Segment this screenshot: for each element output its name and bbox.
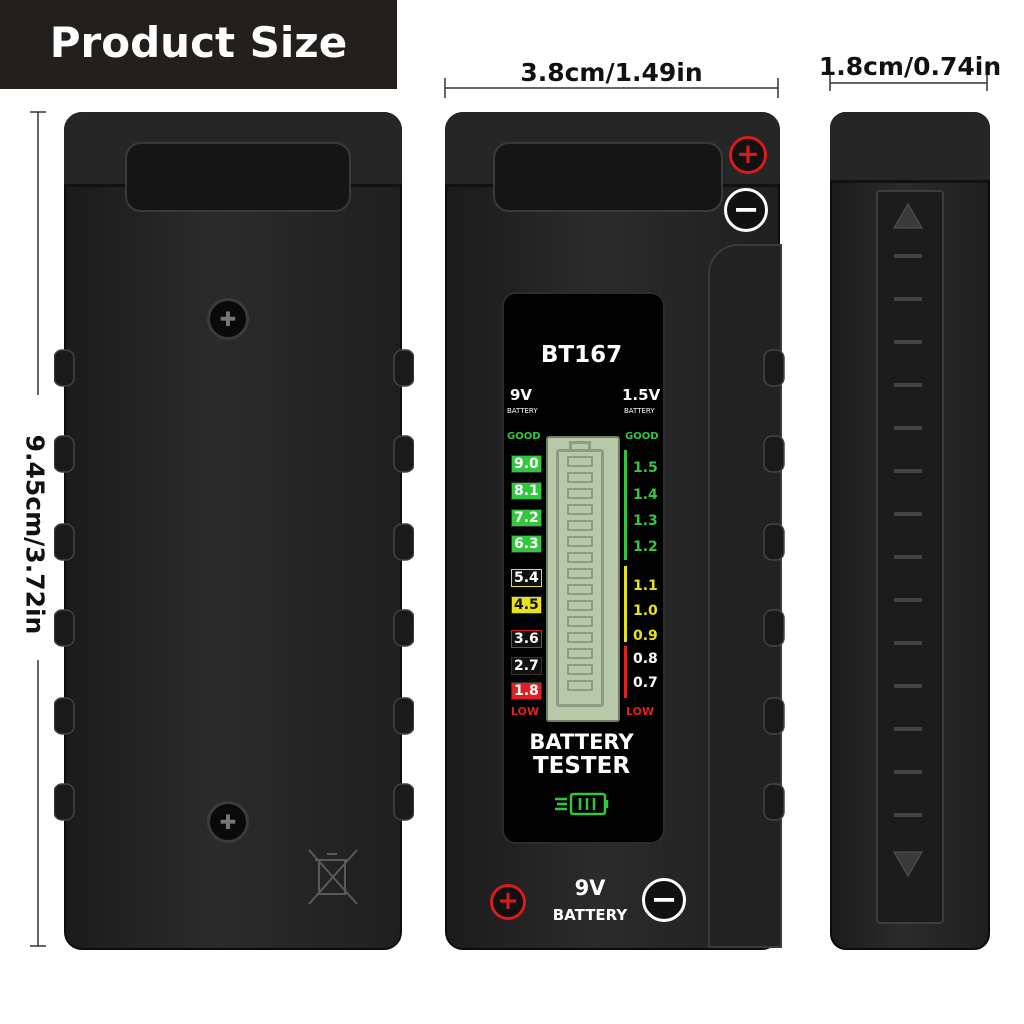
side-top-cap (830, 112, 990, 183)
right-scale-value: 1.5 (633, 460, 658, 476)
height-dimension-label: 9.45cm/3.72in (20, 434, 50, 635)
left-scale-voltage: 9V (510, 386, 533, 404)
right-scale-value: 1.4 (633, 487, 658, 503)
front-side-grips (763, 349, 785, 821)
bottom-battery-label: BATTERY (552, 906, 628, 924)
right-scale-voltage: 1.5V (622, 386, 661, 404)
left-scale-value: 2.7 (511, 657, 542, 675)
header-banner (0, 0, 397, 89)
depth-dimension-label: 1.8cm/0.74in (818, 52, 1002, 81)
right-scale-value: 1.3 (633, 513, 658, 529)
left-scale-value: 1.8 (511, 682, 542, 700)
plus-terminal-icon: + (490, 884, 526, 920)
tester-title-line2: TESTER (532, 753, 631, 779)
side-slider-marks (893, 203, 923, 877)
battery-charging-icon (555, 792, 609, 816)
screw-icon (207, 801, 249, 843)
minus-terminal-icon: − (724, 188, 768, 232)
left-scale-value: 4.5 (511, 596, 542, 614)
right-scale-value: 1.1 (633, 578, 658, 594)
left-scale-value: 6.3 (511, 535, 542, 553)
left-scale-unit: BATTERY (507, 407, 538, 415)
plus-terminal-icon: + (729, 136, 767, 174)
front-battery-slot (493, 142, 723, 212)
back-battery-slot (125, 142, 351, 212)
screw-icon (207, 298, 249, 340)
arrow-down-icon (893, 851, 923, 877)
bottom-voltage-label: 9V (574, 876, 606, 900)
left-scale-value: 9.0 (511, 455, 542, 473)
right-scale-value: 0.8 (633, 651, 658, 667)
lcd-battery-outline (556, 449, 604, 707)
front-sliding-arm (708, 244, 782, 948)
left-scale-value: 5.4 (511, 569, 542, 587)
left-scale-value: 8.1 (511, 482, 542, 500)
right-good-label: GOOD (625, 431, 659, 442)
minus-terminal-icon: − (642, 878, 686, 922)
right-scale-value: 1.0 (633, 603, 658, 619)
right-low-bar (624, 646, 627, 698)
arrow-up-icon (893, 203, 923, 229)
right-medium-bar (624, 566, 627, 642)
right-scale-value: 0.7 (633, 675, 658, 691)
right-scale-unit: BATTERY (624, 407, 655, 415)
right-low-label: LOW (626, 705, 655, 718)
lcd-battery-tip (569, 441, 591, 451)
right-good-bar (624, 450, 627, 560)
left-scale-value: 3.6 (511, 630, 542, 648)
model-label: BT167 (540, 342, 623, 368)
left-scale-value: 7.2 (511, 509, 542, 527)
right-scale-value: 0.9 (633, 628, 658, 644)
back-side-grips (54, 349, 414, 821)
left-good-label: GOOD (507, 431, 541, 442)
width-dimension-label: 3.8cm/1.49in (520, 58, 703, 87)
recycle-bin-crossed-icon (308, 849, 358, 905)
tester-title-line1: BATTERY (529, 730, 634, 754)
right-scale-value: 1.2 (633, 539, 658, 555)
header-title: Product Size (49, 18, 348, 67)
left-low-label: LOW (511, 705, 540, 718)
